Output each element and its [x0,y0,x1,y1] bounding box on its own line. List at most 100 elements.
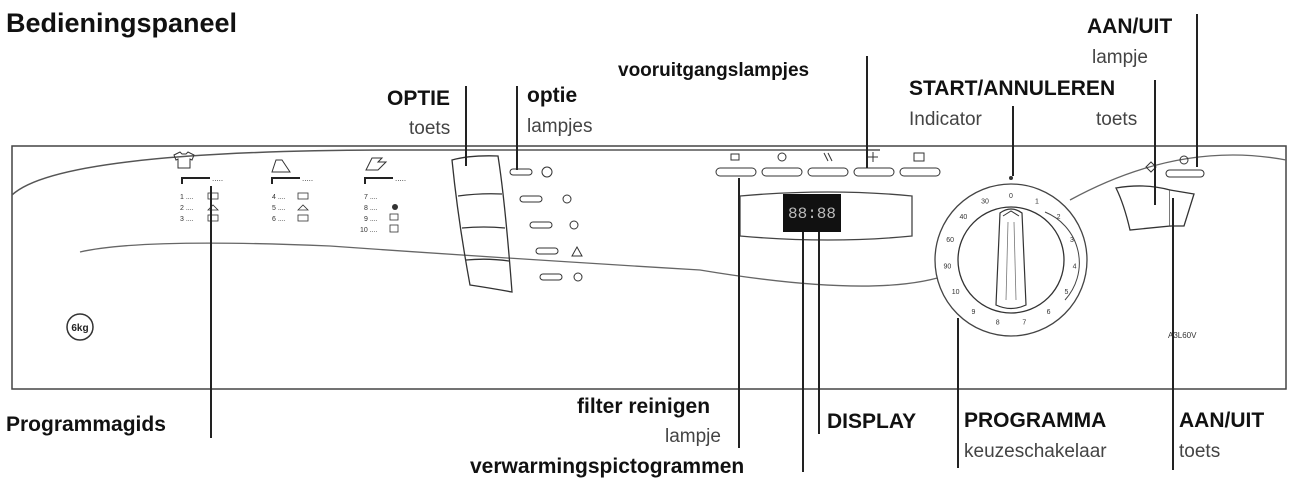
guide-symbol [389,224,399,233]
rinse-icon [562,194,572,204]
capacity-badge-label: 6kg [71,323,88,334]
progress-lamp [761,167,803,177]
start-indicator-label: Indicator [909,109,982,130]
aan-uit-toets-title: AAN/UIT [1179,409,1265,432]
dial-number: 0 [1009,193,1013,200]
option-lamp [535,247,559,255]
progress-lamp [899,167,941,177]
option-lamp [509,168,533,176]
leader-programma [957,318,959,468]
dial-number: 4 [1073,264,1077,271]
start-cancel-button[interactable] [1115,185,1195,231]
filter-lamp [715,167,757,177]
sun-icon [569,220,579,230]
clock-icon [541,166,553,178]
leader-start-indicator [1012,106,1014,176]
start-icon [1145,161,1157,173]
guide-dots-2: ..... [302,174,313,183]
leader-filter [738,178,740,448]
dial-number: 60 [946,237,954,244]
display-label: DISPLAY [827,410,917,433]
start-annuleren-title: START/ANNULEREN [909,77,1116,100]
guide-symbol [207,192,219,200]
guide-dots-3: ..... [395,174,406,183]
guide-row: 6 .... [272,216,286,223]
leader-start-toets [1154,80,1156,205]
guide-row: 9 .... [364,216,378,223]
optie-lampjes-sub: lampjes [527,116,593,137]
guide-row: 5 .... [272,205,286,212]
guide-row: 1 .... [180,194,194,201]
leader-verwarming [802,232,804,472]
optie-lampjes-title: optie [527,84,578,107]
option-lamps [509,166,583,282]
iron-icon [271,159,291,173]
optie-toets-sub: toets [409,118,451,139]
option-lamp [539,273,563,281]
dial-number: 2 [1057,214,1061,221]
progress-lamp [853,167,895,177]
panel-middle-curve [79,242,951,287]
page-title: Bedieningspaneel [6,8,238,38]
programmagids-label: Programmagids [6,413,166,436]
dial-number: 9 [971,309,975,316]
programma-sub: keuzeschakelaar [964,441,1107,462]
capacity-badge [66,313,94,341]
option-lamp [519,195,543,203]
model-label: A3L60V [1168,331,1197,340]
option-lamp [529,221,553,229]
guide-symbol [297,204,309,211]
display-digits: 88:88 [788,205,836,223]
verwarming-label: verwarmingspictogrammen [470,455,745,478]
filter-reinigen-sub: lampje [665,426,721,447]
guide-symbol [297,214,309,222]
dial-number: 90 [944,264,952,271]
dial-number: 3 [1070,237,1074,244]
leader-vooruitgang [866,56,868,168]
warning-icon [571,245,583,257]
spin-icon [573,272,583,282]
leader-programmagids [210,186,212,438]
leader-aan-uit-lampje [1196,14,1198,167]
optie-toets-title: OPTIE [387,87,451,110]
dial-number: 30 [981,199,989,206]
power-lamp [1165,169,1205,178]
aan-uit-lampje-sub: lampje [1092,47,1148,68]
wash-icon [777,152,787,162]
guide-symbol [392,204,398,210]
guide-symbol [389,213,399,221]
guide-bracket-2 [271,177,300,184]
guide-row: 7 .... [364,194,378,201]
guide-symbol [207,214,219,222]
option-button[interactable] [451,155,513,293]
vooruitgangslampjes-label: vooruitgangslampjes [618,60,810,81]
progress-lamps [715,152,941,177]
leader-display [818,232,820,434]
display-screen [783,194,841,232]
dial-number: 10 [952,289,960,296]
filter-icon [730,153,740,161]
dial-number: 8 [996,320,1000,327]
programma-title: PROGRAMMA [964,409,1107,432]
guide-row: 8 .... [364,205,378,212]
guide-bracket-1 [181,177,210,184]
leader-optie-lampjes [516,86,518,170]
program-dial[interactable] [934,176,1088,337]
guide-symbol [297,192,309,200]
dial-number: 1 [1035,199,1039,206]
guide-row: 3 .... [180,216,194,223]
shirt-icon [173,151,195,169]
guide-row: 4 .... [272,194,286,201]
guide-row: 10 .... [360,227,378,234]
wool-icon [365,157,388,171]
progress-lamp [807,167,849,177]
filter-reinigen-title: filter reinigen [577,395,711,418]
panel-top-curve [11,149,880,196]
spin-progress-icon [868,152,878,162]
dial-number: 40 [960,214,968,221]
leader-aan-uit-toets [1172,198,1174,470]
dial-number: 6 [1047,309,1051,316]
aan-uit-toets-sub: toets [1179,441,1221,462]
